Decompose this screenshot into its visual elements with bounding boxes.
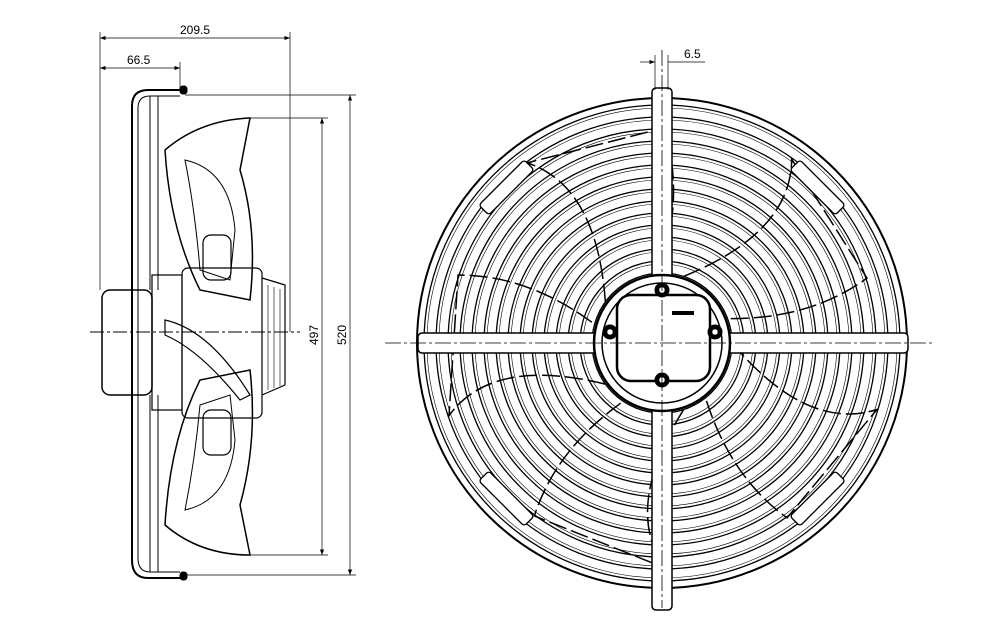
logo-mark bbox=[672, 311, 694, 315]
fan-blade-bottom bbox=[164, 369, 254, 556]
mounting-bolt-hole bbox=[711, 328, 719, 336]
motor-terminal-box bbox=[615, 293, 712, 383]
guard-strut-diagonal bbox=[479, 160, 534, 215]
guard-strut-diagonal bbox=[479, 471, 534, 526]
guard-strut-diagonal bbox=[790, 160, 845, 215]
fan-blade-outline bbox=[683, 156, 868, 320]
dim-bracket-depth: 66.5 bbox=[127, 53, 151, 67]
dim-blade-diameter: 497 bbox=[307, 325, 321, 345]
dim-overall-depth: 209.5 bbox=[180, 23, 210, 37]
motor-housing bbox=[101, 289, 153, 396]
fan-blade-outline bbox=[448, 274, 606, 419]
front-view bbox=[385, 50, 935, 611]
side-view bbox=[90, 32, 356, 581]
fan-blade-top bbox=[164, 117, 254, 301]
guard-bracket bbox=[131, 89, 180, 579]
guard-strut-diagonal bbox=[790, 471, 845, 526]
mounting-bolt-hole bbox=[606, 328, 614, 336]
fan-blade-outline bbox=[704, 342, 880, 519]
dim-strut-width: 6.5 bbox=[684, 47, 701, 61]
dim-guard-height: 520 bbox=[335, 325, 349, 345]
